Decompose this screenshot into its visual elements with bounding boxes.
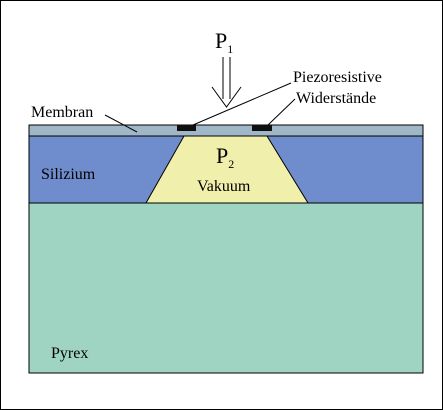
piezo-resistor-left xyxy=(177,125,196,131)
pressure-arrow xyxy=(211,57,242,108)
pressure-top-label: P1 xyxy=(215,28,233,56)
pyrex-layer xyxy=(28,202,424,374)
pressure-cavity-label: P2 xyxy=(216,143,234,171)
pyrex-label: Pyrex xyxy=(51,345,88,362)
vacuum-label: Vakuum xyxy=(197,178,251,195)
piezo-leader-right xyxy=(267,98,296,126)
leader-lines xyxy=(104,82,296,133)
piezo-label-line1: Piezoresistive xyxy=(293,69,382,86)
piezo-resistor-right xyxy=(252,125,272,131)
membrane-label: Membran xyxy=(31,104,93,121)
silicon-label: Silizium xyxy=(41,166,96,183)
membrane-leader xyxy=(104,114,138,133)
piezo-leader-left xyxy=(192,82,292,126)
membrane-layer xyxy=(28,124,424,137)
piezo-label-line2: Widerstände xyxy=(296,90,376,107)
